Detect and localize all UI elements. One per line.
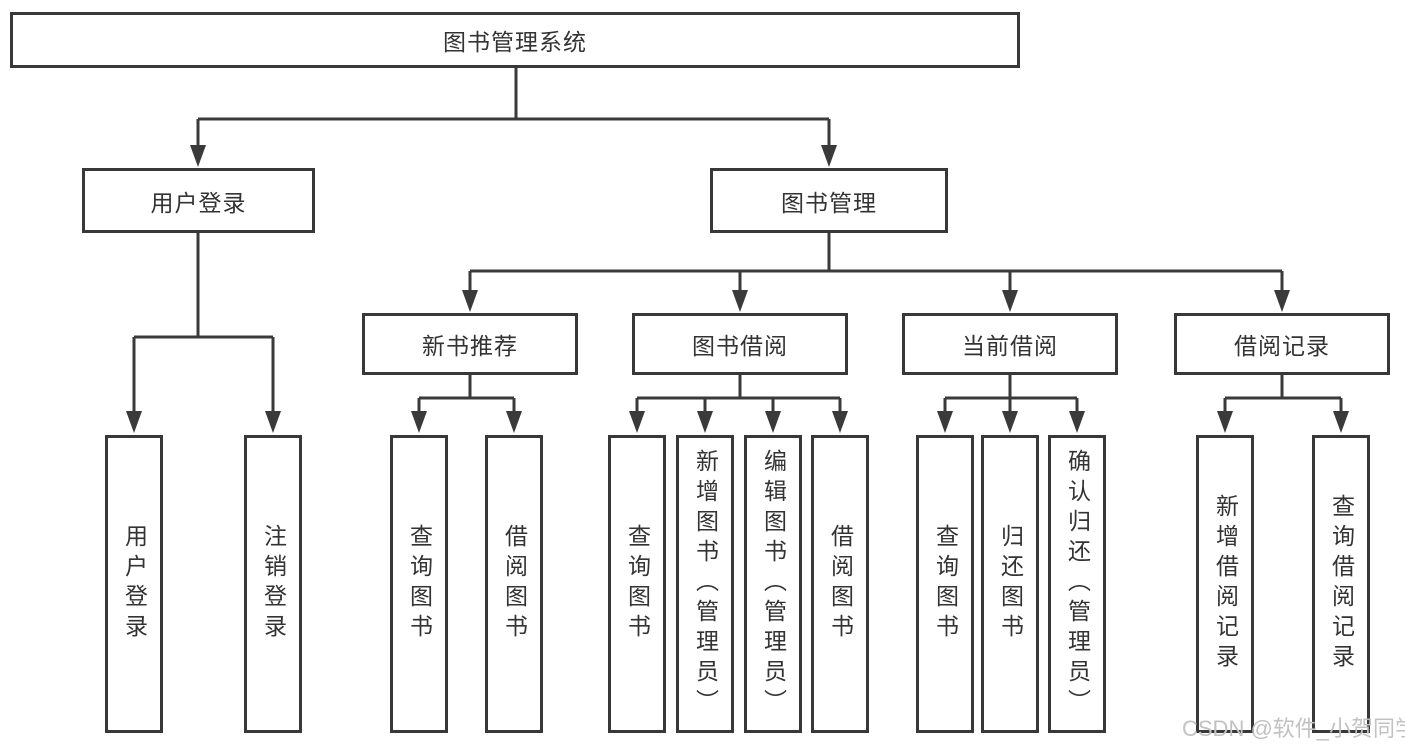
connector-new-book-recommend-children bbox=[411, 375, 522, 433]
leaf-edit-book-admin: 编辑图书（管理员） bbox=[744, 435, 802, 733]
arrowhead bbox=[411, 411, 427, 433]
arrowhead bbox=[265, 411, 281, 433]
node-user-login: 用户登录 bbox=[82, 168, 315, 233]
leaf-return-books: 归还图书 bbox=[981, 435, 1039, 733]
arrowhead bbox=[190, 145, 206, 167]
node-label: 查询图书 bbox=[624, 524, 651, 644]
node-label: 查询借阅记录 bbox=[1328, 494, 1355, 674]
csdn-watermark: CSDN @软件_小贺同学 bbox=[1182, 716, 1405, 741]
arrowhead bbox=[1333, 411, 1349, 433]
arrowhead bbox=[1002, 411, 1018, 433]
node-label: 借阅图书 bbox=[827, 524, 854, 644]
arrowhead bbox=[629, 411, 645, 433]
leaf-query-books-borrow: 查询图书 bbox=[608, 435, 666, 733]
node-label: 图书借阅 bbox=[692, 333, 788, 359]
node-library-system: 图书管理系统 bbox=[10, 12, 1020, 68]
node-borrow-records: 借阅记录 bbox=[1174, 313, 1390, 375]
leaf-add-borrow-record: 新增借阅记录 bbox=[1196, 435, 1254, 733]
node-label: 查询图书 bbox=[406, 524, 433, 644]
connector-book-management-children bbox=[462, 233, 1290, 312]
arrowhead bbox=[126, 411, 142, 433]
connector-book-borrow-children bbox=[629, 375, 848, 433]
connector-user-login-children bbox=[126, 233, 281, 433]
arrowhead bbox=[697, 411, 713, 433]
arrowhead bbox=[1217, 411, 1233, 433]
arrowhead bbox=[1274, 290, 1290, 312]
node-label: 图书管理 bbox=[781, 189, 877, 216]
node-label: 用户登录 bbox=[121, 524, 148, 644]
node-label: 查询图书 bbox=[932, 524, 959, 644]
connector-current-borrow-children bbox=[937, 375, 1085, 433]
leaf-logout-login: 注销登录 bbox=[244, 435, 302, 733]
node-label: 新增图书（管理员） bbox=[692, 449, 719, 719]
leaf-borrow-books: 借阅图书 bbox=[811, 435, 869, 733]
node-label: 新书推荐 bbox=[422, 333, 518, 359]
arrowhead bbox=[506, 411, 522, 433]
arrowhead bbox=[1069, 411, 1085, 433]
arrowhead bbox=[937, 411, 953, 433]
node-label: 新增借阅记录 bbox=[1212, 494, 1239, 674]
node-label: 图书管理系统 bbox=[443, 29, 587, 55]
leaf-borrow-books-recommend: 借阅图书 bbox=[485, 435, 543, 733]
node-label: 注销登录 bbox=[260, 524, 287, 644]
leaf-query-borrow-record: 查询借阅记录 bbox=[1312, 435, 1370, 733]
node-label: 当前借阅 bbox=[962, 333, 1058, 359]
node-book-borrow: 图书借阅 bbox=[632, 313, 848, 375]
node-label: 用户登录 bbox=[150, 189, 247, 216]
arrowhead bbox=[732, 290, 748, 312]
connector-root-to-level1 bbox=[190, 68, 837, 167]
arrowhead bbox=[832, 411, 848, 433]
node-current-borrow: 当前借阅 bbox=[902, 313, 1118, 375]
leaf-add-book-admin: 新增图书（管理员） bbox=[676, 435, 734, 733]
node-label: 编辑图书（管理员） bbox=[760, 449, 787, 719]
node-label: 确认归还（管理员） bbox=[1064, 449, 1091, 719]
arrowhead bbox=[462, 290, 478, 312]
node-label: 借阅记录 bbox=[1234, 333, 1330, 359]
node-book-management: 图书管理 bbox=[710, 168, 948, 233]
leaf-query-books-recommend: 查询图书 bbox=[390, 435, 448, 733]
leaf-user-login: 用户登录 bbox=[105, 435, 163, 733]
arrowhead bbox=[1002, 290, 1018, 312]
node-new-book-recommend: 新书推荐 bbox=[362, 313, 578, 375]
arrowhead bbox=[765, 411, 781, 433]
connector-borrow-records-children bbox=[1217, 375, 1349, 433]
leaf-query-books-current: 查询图书 bbox=[916, 435, 974, 733]
leaf-confirm-return-admin: 确认归还（管理员） bbox=[1048, 435, 1106, 733]
node-label: 归还图书 bbox=[997, 524, 1024, 644]
arrowhead bbox=[821, 145, 837, 167]
node-label: 借阅图书 bbox=[501, 524, 528, 644]
